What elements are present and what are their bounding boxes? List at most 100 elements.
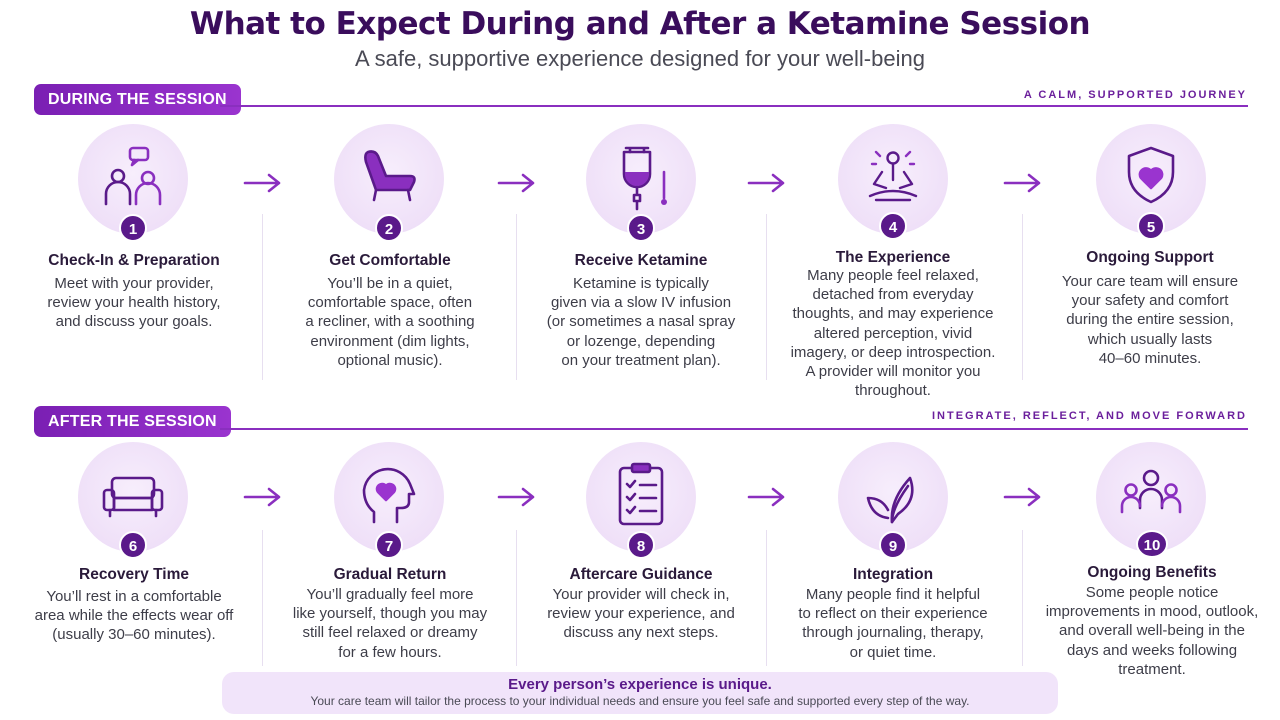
recliner-icon xyxy=(364,150,416,202)
footer-body: Your care team will tailor the process t… xyxy=(310,694,970,708)
description-line: A provider will monitor you xyxy=(805,363,981,381)
description-line: You’ll rest in a comfortable xyxy=(46,588,222,605)
step-10-title: Ongoing Benefits xyxy=(1087,564,1217,581)
arrow-right-icon xyxy=(497,487,535,507)
description-line: review your experience, and xyxy=(547,605,735,623)
step-8-circle xyxy=(586,442,696,552)
description-line: environment (dim lights, xyxy=(310,332,470,350)
description-line: (usually 30–60 minutes). xyxy=(52,626,216,644)
description-line: altered perception, vivid xyxy=(813,324,973,342)
description-line: Ketamine is typically xyxy=(573,275,709,292)
description-line: a recliner, with a soothing xyxy=(305,313,475,331)
step-9-title: Integration xyxy=(852,566,934,583)
column-divider xyxy=(1022,214,1023,380)
step-5-title: Ongoing Support xyxy=(1086,249,1214,266)
description-line: days and weeks following xyxy=(1066,641,1238,659)
arrow-right-icon xyxy=(1003,487,1041,507)
step-8-badge: 8 xyxy=(627,531,655,559)
footer-note: Every person’s experience is unique. You… xyxy=(222,672,1058,714)
section-rule-after xyxy=(220,428,1248,430)
description-line: or lozenge, depending xyxy=(566,332,716,350)
description-line: still feel relaxed or dreamy xyxy=(302,624,478,642)
step-10-badge: 10 xyxy=(1136,530,1168,558)
couch-icon xyxy=(102,476,164,518)
iv-bag-icon xyxy=(622,146,667,211)
shield-heart-icon xyxy=(1127,146,1175,204)
step-9-badge: 9 xyxy=(879,531,907,559)
step-1-badge: 1 xyxy=(119,214,147,242)
description-line: You’ll be in a quiet, xyxy=(327,275,453,292)
description-line: 40–60 minutes. xyxy=(1098,349,1202,367)
step-6-badge: 6 xyxy=(119,531,147,559)
description-line: and discuss your goals. xyxy=(55,313,213,331)
description-line: (or sometimes a nasal spray xyxy=(546,313,736,331)
description-line: optional music). xyxy=(337,351,443,369)
footer-title: Every person’s experience is unique. xyxy=(508,676,772,693)
description-line: comfortable space, often xyxy=(307,294,473,312)
arrow-right-icon xyxy=(497,173,535,193)
description-line: detached from everyday xyxy=(812,286,974,304)
column-divider xyxy=(516,214,517,380)
column-divider xyxy=(766,214,767,380)
section-label-during: DURING THE SESSION xyxy=(34,84,241,115)
meditation-icon xyxy=(868,150,918,202)
arrow-right-icon xyxy=(747,173,785,193)
description-line: Your care team will ensure xyxy=(1061,273,1239,290)
step-4-description: Many people feel relaxed, detached from e… xyxy=(763,266,1023,400)
consultation-icon xyxy=(104,146,162,206)
description-line: discuss any next steps. xyxy=(563,624,719,642)
page-title: What to Expect During and After a Ketami… xyxy=(189,6,1091,42)
step-2-badge: 2 xyxy=(375,214,403,242)
step-7-description: You’ll gradually feel more like yourself,… xyxy=(260,585,520,662)
description-line: Meet with your provider, xyxy=(54,275,214,292)
step-1-description: Meet with your provider,review your heal… xyxy=(4,274,264,332)
description-line: or quiet time. xyxy=(849,643,937,661)
description-line: thoughts, and may experience xyxy=(792,305,994,323)
step-5-description: Your care team will ensure your safety an… xyxy=(1020,272,1280,368)
leaf-icon xyxy=(866,476,914,524)
section-rule-during xyxy=(220,105,1248,107)
section-tag-during: A CALM, SUPPORTED JOURNEY xyxy=(1023,89,1247,101)
step-3-badge: 3 xyxy=(627,214,655,242)
description-line: which usually lasts xyxy=(1087,330,1213,348)
arrow-right-icon xyxy=(747,487,785,507)
description-line: Your provider will check in, xyxy=(552,586,730,603)
description-line: on your treatment plan). xyxy=(561,351,721,369)
arrow-right-icon xyxy=(243,173,281,193)
column-divider xyxy=(262,214,263,380)
description-line: You’ll gradually feel more xyxy=(306,586,474,603)
clipboard-checklist-icon xyxy=(618,462,664,526)
description-line: area while the effects wear off xyxy=(34,607,234,625)
step-3-title: Receive Ketamine xyxy=(574,252,708,269)
description-line: Many people feel relaxed, xyxy=(807,267,979,284)
head-heart-icon xyxy=(362,467,416,524)
community-icon xyxy=(1120,469,1182,514)
arrow-right-icon xyxy=(1003,173,1041,193)
page-subtitle: A safe, supportive experience designed f… xyxy=(355,46,925,71)
description-line: imagery, or deep introspection. xyxy=(790,343,996,361)
column-divider xyxy=(516,530,517,666)
section-tag-after: INTEGRATE, REFLECT, AND MOVE FORWARD xyxy=(931,410,1247,422)
description-line: to reflect on their experience xyxy=(798,605,988,623)
description-line: and overall well-being in the xyxy=(1059,622,1245,640)
step-2-title: Get Comfortable xyxy=(329,252,451,269)
description-line: like yourself, though you may xyxy=(292,605,488,623)
step-2-description: You’ll be in a quiet, comfortable space, … xyxy=(260,274,520,370)
description-line: treatment. xyxy=(1118,660,1186,678)
step-8-title: Aftercare Guidance xyxy=(569,566,713,583)
description-line: for a few hours. xyxy=(338,643,442,661)
arrow-right-icon xyxy=(243,487,281,507)
column-divider xyxy=(262,530,263,666)
step-7-badge: 7 xyxy=(375,531,403,559)
description-line: through journaling, therapy, xyxy=(802,624,984,642)
step-1-title: Check-In & Preparation xyxy=(48,252,220,269)
description-line: given via a slow IV infusion xyxy=(550,294,732,312)
description-line: throughout. xyxy=(855,382,931,400)
step-6-title: Recovery Time xyxy=(79,566,189,583)
description-line: your safety and comfort xyxy=(1071,292,1229,310)
step-8-description: Your provider will check in, review your … xyxy=(511,585,771,643)
step-4-badge: 4 xyxy=(879,212,907,240)
step-4-title: The Experience xyxy=(835,249,951,266)
